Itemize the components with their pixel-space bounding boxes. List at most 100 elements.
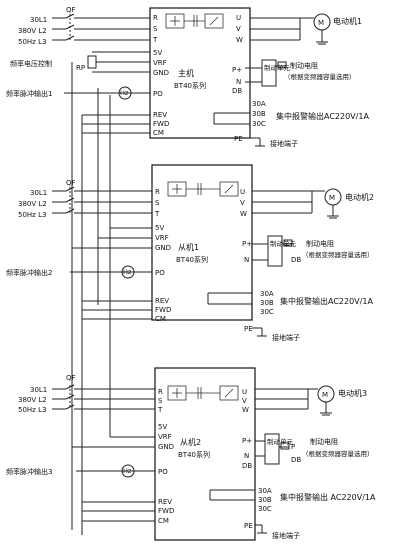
svg-text:制动电阻: 制动电阻 xyxy=(306,239,334,248)
svg-text:30B: 30B xyxy=(260,299,274,307)
svg-text:Hz: Hz xyxy=(123,268,132,276)
svg-text:T: T xyxy=(157,406,163,414)
svg-text:380V L2: 380V L2 xyxy=(18,396,47,404)
svg-text:（根据变频器容量选用）: （根据变频器容量选用） xyxy=(302,449,374,458)
svg-text:V: V xyxy=(242,397,247,405)
svg-text:U: U xyxy=(242,388,247,396)
rp-label: RP xyxy=(76,64,85,72)
term-R: R xyxy=(153,14,158,22)
breaker-label: QF xyxy=(66,6,76,14)
freq-ctrl-label: 频率电压控制 xyxy=(10,59,52,68)
term-S: S xyxy=(153,25,158,33)
svg-text:从机2: 从机2 xyxy=(180,437,201,447)
svg-text:制动电阻: 制动电阻 xyxy=(310,437,338,446)
svg-text:制动单元: 制动单元 xyxy=(267,437,294,446)
term-T: T xyxy=(152,36,158,44)
svg-text:PO: PO xyxy=(158,468,168,476)
term-30A: 30A xyxy=(252,100,266,108)
term-U: U xyxy=(236,14,241,22)
svg-text:PE: PE xyxy=(244,522,253,530)
svg-text:R: R xyxy=(158,388,163,396)
svg-text:PE: PE xyxy=(244,325,253,333)
term-W: W xyxy=(236,36,243,44)
svg-text:M: M xyxy=(318,19,324,27)
hz-meter-icon xyxy=(118,86,132,100)
svg-text:电动机2: 电动机2 xyxy=(345,192,374,202)
svg-text:30L1: 30L1 xyxy=(30,189,47,197)
svg-text:CM: CM xyxy=(158,517,169,525)
svg-text:380V L2: 380V L2 xyxy=(18,200,47,208)
ground-label: 接地端子 xyxy=(270,139,298,148)
svg-text:R: R xyxy=(155,188,160,196)
svg-text:P: P xyxy=(291,443,295,451)
svg-text:BT40系列: BT40系列 xyxy=(178,450,210,459)
svg-text:30A: 30A xyxy=(260,290,274,298)
term-30C: 30C xyxy=(252,120,266,128)
svg-text:VRF: VRF xyxy=(158,433,172,441)
svg-text:S: S xyxy=(155,199,160,207)
svg-text:DB: DB xyxy=(291,256,301,264)
svg-text:REV: REV xyxy=(155,297,169,305)
term-FWD: FWD xyxy=(153,120,169,128)
svg-text:Hz: Hz xyxy=(123,467,132,475)
term-DB: DB xyxy=(232,87,242,95)
svg-text:GND: GND xyxy=(158,443,174,451)
term-5V: 5V xyxy=(153,49,162,57)
svg-text:FWD: FWD xyxy=(155,306,171,314)
svg-text:V: V xyxy=(240,199,245,207)
svg-text:30L1: 30L1 xyxy=(30,386,47,394)
term-30B: 30B xyxy=(252,110,266,118)
svg-text:DB: DB xyxy=(291,456,301,464)
term-V: V xyxy=(236,25,241,33)
svg-text:PO: PO xyxy=(155,269,165,277)
svg-text:VRF: VRF xyxy=(155,234,169,242)
supply-l2: 380V L2 xyxy=(18,27,47,35)
svg-text:M: M xyxy=(329,194,335,202)
term-PO: PO xyxy=(153,90,163,98)
svg-text:频率脉冲输出3: 频率脉冲输出3 xyxy=(6,467,52,476)
inverter-icon xyxy=(204,13,224,29)
svg-text:集中报警输出AC220V/1A: 集中报警输出AC220V/1A xyxy=(280,296,373,306)
pulse-out-label: 频率脉冲输出1 xyxy=(6,89,52,98)
svg-text:U: U xyxy=(240,188,245,196)
svg-text:P+: P+ xyxy=(242,437,252,445)
svg-text:QF: QF xyxy=(66,374,76,382)
term-REV: REV xyxy=(153,111,167,119)
unit-slave1: R S T U V W 5V VRF GND PO REV FWD CM 从机1… xyxy=(6,164,374,342)
svg-text:N: N xyxy=(244,256,249,264)
svg-text:制动单元: 制动单元 xyxy=(264,63,291,72)
inverter-box-slave1 xyxy=(151,164,253,321)
unit-slave2: R S T U V W 5V VRF GND PO REV FWD CM 从机2… xyxy=(6,367,376,541)
svg-text:接地端子: 接地端子 xyxy=(272,531,300,540)
unit-title: 主机 xyxy=(178,68,194,78)
svg-text:（根据变频器容量选用）: （根据变频器容量选用） xyxy=(302,250,374,259)
svg-text:FWD: FWD xyxy=(158,507,174,515)
svg-text:REV: REV xyxy=(158,498,172,506)
svg-text:QF: QF xyxy=(66,179,76,187)
svg-text:从机1: 从机1 xyxy=(178,242,199,252)
svg-text:30A: 30A xyxy=(258,487,272,495)
svg-text:5V: 5V xyxy=(158,423,167,431)
brake-unit-box xyxy=(264,433,280,465)
svg-text:30C: 30C xyxy=(258,505,272,513)
alarm-label: 集中报警输出AC220V/1A xyxy=(276,111,369,121)
svg-text:M: M xyxy=(322,391,328,399)
brake-note: （根据变频器容量选用） xyxy=(284,72,356,81)
brake-res-label: 制动电阻 xyxy=(290,61,318,70)
svg-text:GND: GND xyxy=(155,244,171,252)
svg-text:50Hz L3: 50Hz L3 xyxy=(18,211,46,219)
svg-text:频率脉冲输出2: 频率脉冲输出2 xyxy=(6,268,52,277)
motor-label: 电动机1 xyxy=(333,16,362,26)
svg-text:Hz: Hz xyxy=(120,89,129,97)
term-P+: P+ xyxy=(232,66,242,74)
svg-text:5V: 5V xyxy=(155,224,164,232)
potentiometer-icon xyxy=(87,55,97,69)
svg-text:W: W xyxy=(240,210,247,218)
hz-meter-icon xyxy=(121,265,135,279)
unit-master: R S T U V W 5V VRF GND PO REV FWD CM 主机 … xyxy=(6,6,369,148)
svg-text:W: W xyxy=(242,406,249,414)
svg-text:集中报警输出 AC220V/1A: 集中报警输出 AC220V/1A xyxy=(280,492,376,502)
svg-text:P+: P+ xyxy=(242,240,252,248)
inverter-box-master xyxy=(149,7,251,139)
